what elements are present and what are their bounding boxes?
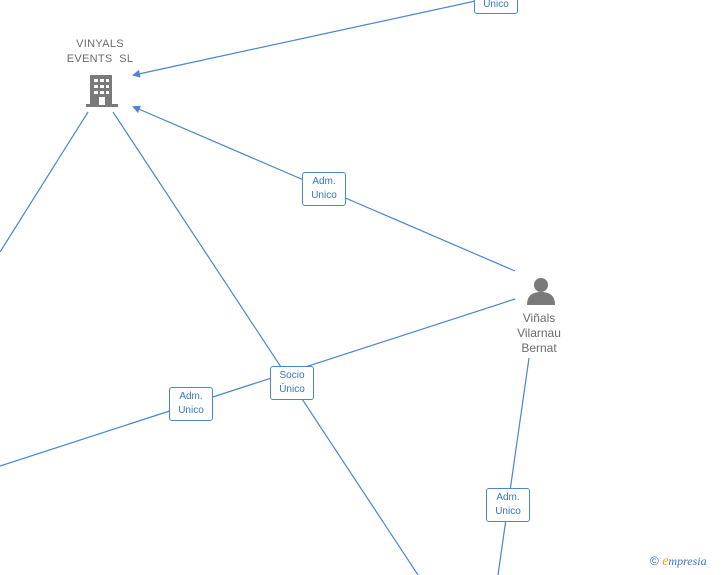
- person-name-line3: Bernat: [521, 341, 557, 355]
- relation-adm-unico-bottom[interactable]: Adm. Unico: [486, 488, 530, 522]
- company-name-line2: EVENTS SL: [66, 53, 134, 65]
- relation-adm-unico-company-person[interactable]: Adm. Unico: [302, 172, 346, 206]
- edge-person-down: [497, 357, 530, 575]
- person-name-line1: Viñals: [522, 311, 556, 325]
- relation-line2: Único: [279, 384, 305, 395]
- relation-line1: Adm.: [496, 492, 520, 503]
- brand-rest: mpresia: [668, 554, 707, 568]
- relation-socio-unico[interactable]: Socio Único: [270, 366, 314, 400]
- relation-line2: Unico: [495, 506, 521, 517]
- edge-company-left: [0, 111, 89, 253]
- brand-e: e: [662, 554, 669, 569]
- relation-line1: Adm.: [179, 391, 203, 402]
- edge-top-to-company: [132, 0, 481, 78]
- relation-line1: Socio: [279, 370, 305, 381]
- person-name-line2: Vilarnau: [517, 326, 561, 340]
- relation-line2: Unico: [311, 190, 337, 201]
- company-name[interactable]: VINYALS EVENTS SL: [50, 37, 150, 67]
- empresia-watermark: © empresia: [650, 554, 707, 570]
- relation-top-partial-text: Unico: [483, 0, 509, 10]
- relation-top-partial[interactable]: Unico: [474, 0, 518, 14]
- relation-line2: Unico: [178, 405, 204, 416]
- edge-person-left: [0, 298, 516, 467]
- relation-adm-unico-left[interactable]: Adm. Unico: [169, 387, 213, 421]
- company-name-line1: VINYALS: [76, 38, 124, 50]
- person-icon[interactable]: [526, 276, 556, 306]
- building-icon[interactable]: [85, 73, 119, 107]
- person-name[interactable]: Viñals Vilarnau Bernat: [494, 311, 584, 356]
- edge-company-down: [112, 111, 419, 575]
- relation-line1: Adm.: [312, 176, 336, 187]
- copyright-symbol: ©: [650, 554, 659, 568]
